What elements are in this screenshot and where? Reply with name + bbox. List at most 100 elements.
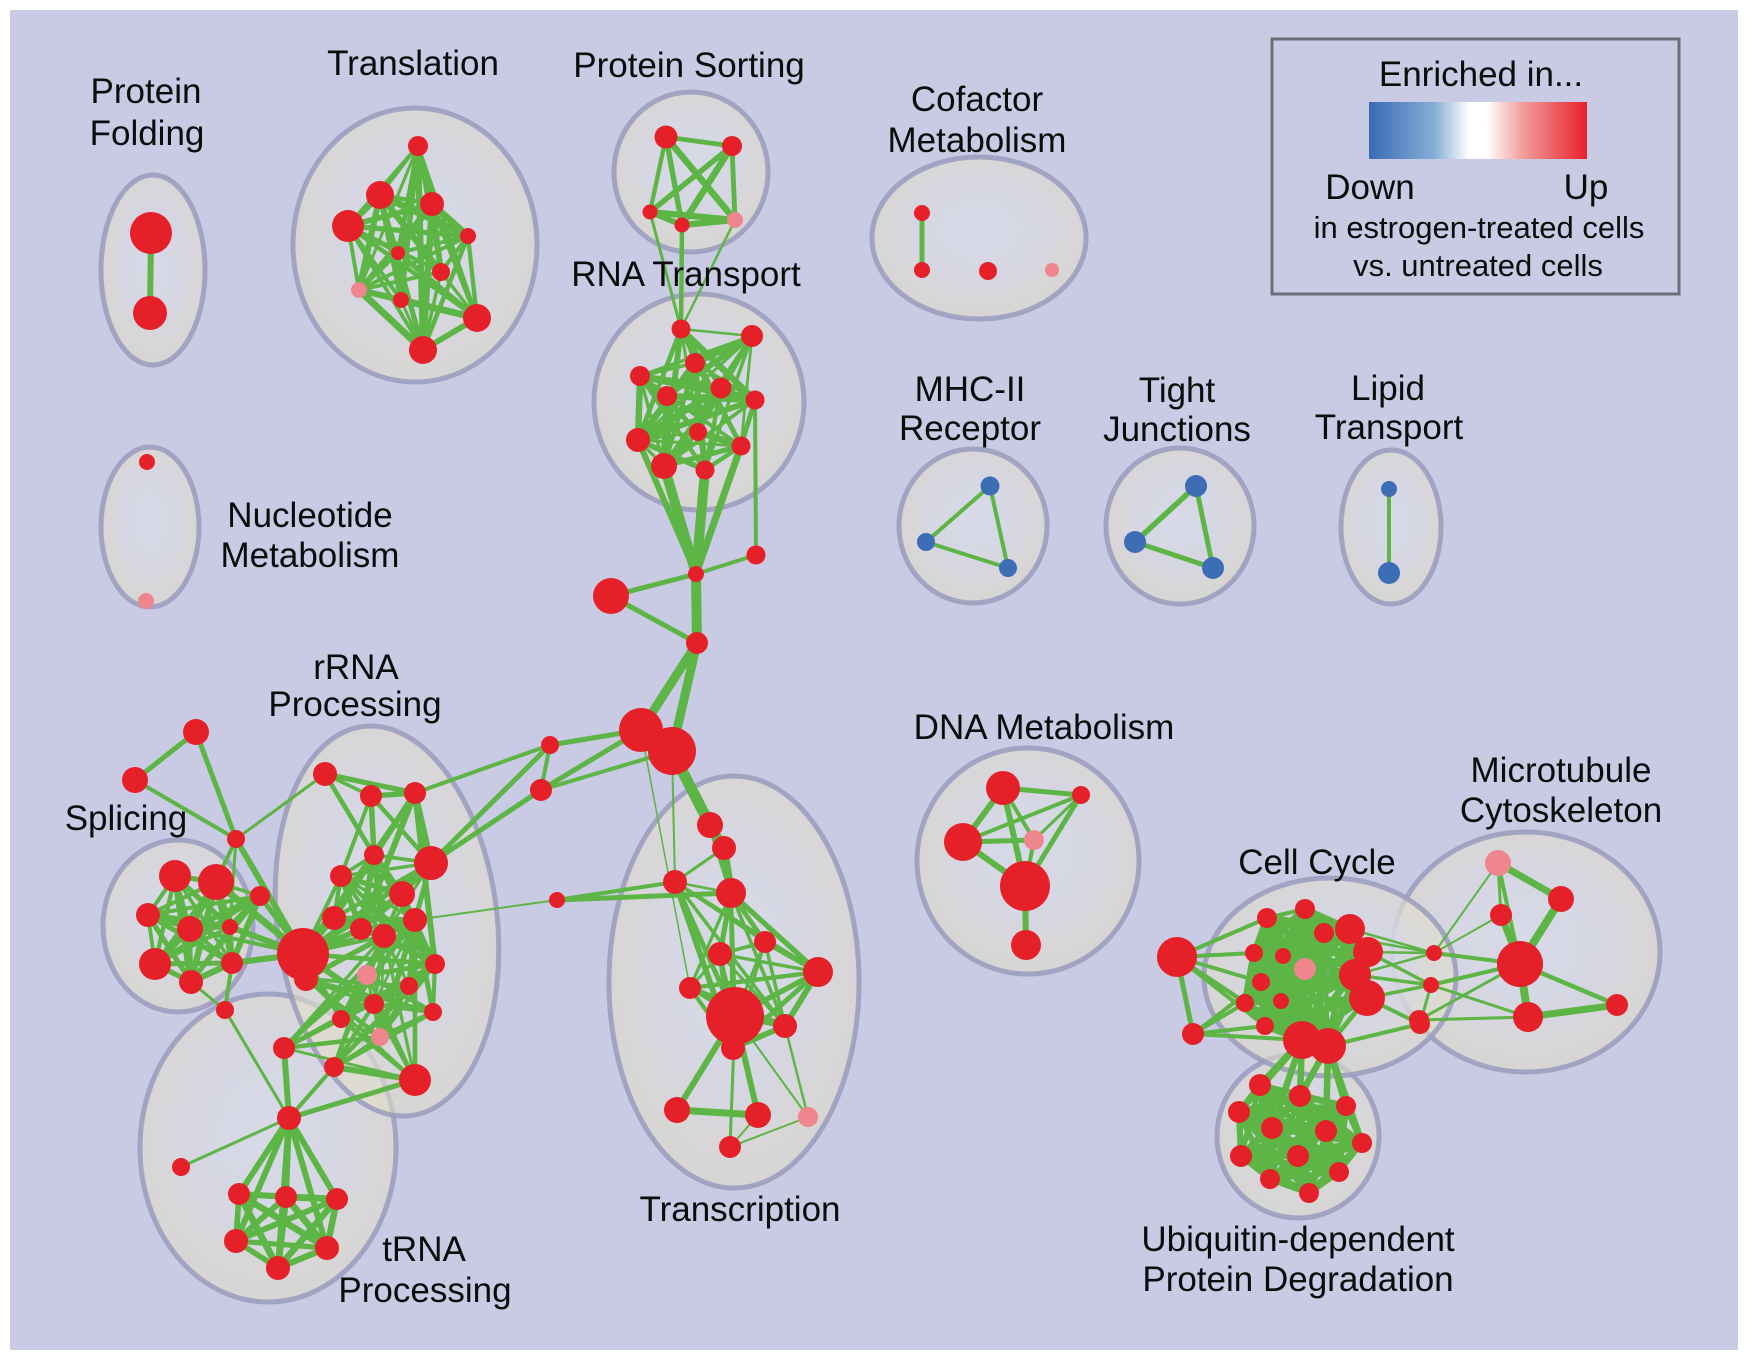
node-r5 (657, 386, 677, 406)
node-c12 (1273, 993, 1289, 1009)
edge-u6-u8 (1237, 1127, 1330, 1160)
edge-j5-tc8 (640, 729, 691, 989)
edge-r10-r12 (661, 443, 744, 469)
cluster-label-lipid-transport-line1: Lipid (1351, 369, 1425, 408)
edge-t7-t8 (357, 270, 443, 292)
edge-rr12-rr13 (364, 961, 438, 978)
node-lp2 (1378, 562, 1400, 584)
node-j3 (593, 578, 629, 614)
node-cf1 (914, 205, 930, 221)
legend-label-up: Up (1564, 168, 1609, 207)
edge-x3-x6 (274, 1195, 341, 1272)
node-r3 (685, 353, 705, 373)
cluster-label-microtubule-cytoskeleton-line2: Cytoskeleton (1460, 791, 1662, 830)
legend-title: Enriched in... (1379, 55, 1583, 94)
node-sp5 (222, 919, 238, 935)
node-rr9 (322, 906, 346, 930)
node-rr12 (357, 965, 377, 985)
node-d4 (1024, 830, 1044, 850)
cluster-label-microtubule-cytoskeleton-line1: Microtubule (1471, 751, 1652, 790)
edge-c13-c14 (1242, 972, 1358, 1006)
node-u4 (1228, 1101, 1250, 1123)
node-rr15 (364, 994, 384, 1014)
node-sp6 (139, 948, 171, 980)
node-j4 (686, 632, 708, 654)
edge-r4-r11 (637, 373, 708, 473)
node-tc13 (798, 1107, 818, 1127)
node-r1 (671, 319, 691, 339)
node-tc3 (663, 870, 687, 894)
cluster-label-trna-processing-line1: tRNA (382, 1230, 466, 1269)
edge-ps2-ps3 (647, 143, 735, 215)
edge-b3-tc4 (554, 890, 734, 903)
edge-b2-rr5 (428, 787, 544, 866)
node-c10 (1294, 958, 1316, 980)
cluster-label-protein-folding-line1: Protein (91, 72, 202, 111)
edge-mb2-mc3 (1429, 983, 1530, 1019)
edge-ps1-ps4 (663, 134, 685, 228)
node-tc6 (754, 931, 776, 953)
edge-rr14-rr20 (331, 983, 412, 1070)
edge-rr18-rr19 (281, 1034, 383, 1051)
node-t8 (351, 282, 367, 298)
edge-rr1-rr3 (322, 771, 418, 796)
cluster-label-tight-junctions-line2: Junctions (1103, 410, 1251, 449)
edge-r2-r12 (739, 334, 754, 448)
node-t1 (408, 136, 428, 156)
edge-rr12-rr20 (331, 972, 370, 1070)
edge-tc7-tc8 (687, 969, 821, 991)
node-rr7 (389, 881, 415, 907)
node-mc5 (1409, 1010, 1429, 1030)
edge-rr1-rr4 (322, 771, 377, 858)
edge-r6-r9 (634, 384, 725, 444)
edge-r2-r11 (703, 334, 754, 472)
node-j1 (688, 566, 704, 582)
node-mh2 (917, 533, 935, 551)
edge-tl-th (179, 1116, 291, 1169)
cluster-label-cofactor-metabolism-line2: Metabolism (888, 121, 1067, 160)
edge-ps3-r1 (648, 210, 683, 331)
node-t9 (393, 292, 409, 308)
node-u11 (1260, 1169, 1280, 1189)
node-tri1 (183, 719, 209, 745)
node-t5 (460, 228, 476, 244)
node-th (277, 1106, 301, 1130)
node-sp9 (250, 886, 270, 906)
cluster-label-trna-processing-line2: Processing (338, 1271, 511, 1310)
node-tj3 (1202, 557, 1224, 579)
node-c6 (1335, 914, 1365, 944)
cluster-label-lipid-transport-line2: Transport (1315, 408, 1464, 447)
edge-tc6-tc9 (763, 940, 787, 1028)
cluster-label-nucleotide-metabolism-line1: Nucleotide (227, 496, 392, 535)
node-tc8 (679, 977, 701, 999)
cluster-label-rrna-processing-line1: rRNA (313, 648, 399, 687)
node-c7 (1353, 937, 1383, 967)
node-ps5 (727, 212, 743, 228)
node-rr5 (414, 846, 448, 880)
node-rr2 (360, 785, 382, 807)
cluster-label-rrna-processing-line2: Processing (268, 685, 441, 724)
node-tri2 (122, 767, 148, 793)
node-mh1 (980, 476, 1000, 496)
node-tc12 (745, 1102, 771, 1128)
edge-tri1-sb1 (193, 729, 239, 842)
edge-tc4-tc8 (688, 891, 733, 990)
node-r2 (741, 325, 763, 347)
node-sp7 (221, 952, 243, 974)
edge-ps1-ps5 (662, 133, 739, 224)
node-cf3 (979, 262, 997, 280)
node-x1 (228, 1183, 250, 1205)
edge-rr6-rr8 (339, 874, 417, 922)
node-t3 (332, 210, 364, 242)
edge-mh1-mh3 (988, 484, 1010, 570)
node-c16 (1256, 1017, 1274, 1035)
node-mc2 (1490, 904, 1512, 926)
node-mcp (1485, 850, 1511, 876)
node-r4 (630, 366, 650, 386)
node-rr14 (400, 977, 418, 995)
node-c3 (1257, 908, 1277, 928)
edge-r1-r9 (635, 326, 684, 443)
node-u12 (1299, 1183, 1319, 1203)
